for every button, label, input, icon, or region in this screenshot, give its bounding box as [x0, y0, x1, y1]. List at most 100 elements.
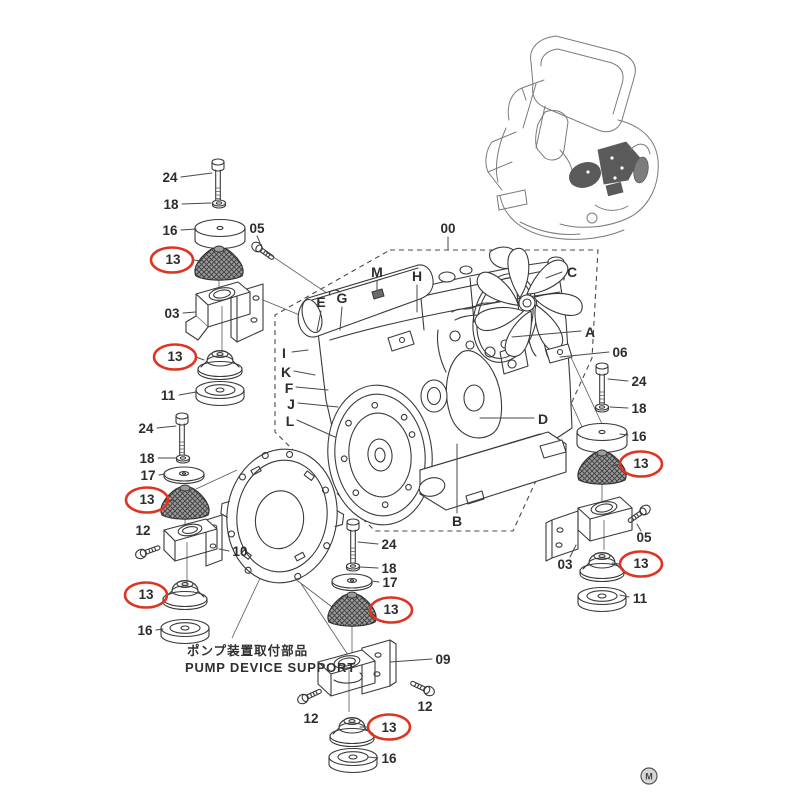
callout-F: F	[285, 380, 294, 396]
assembly-bottom	[295, 518, 437, 774]
callout-16: 16	[137, 623, 153, 638]
washer-18	[594, 403, 610, 413]
highlight-circle	[149, 246, 195, 274]
callout-11: 11	[633, 591, 648, 606]
callout-13-circled: 13	[139, 492, 155, 507]
callout-L: L	[286, 413, 295, 429]
bolt-12-left	[295, 685, 324, 706]
bolt-24	[346, 518, 360, 565]
callout-G: G	[337, 290, 348, 306]
callout-24: 24	[162, 170, 178, 185]
callout-B: B	[452, 513, 462, 529]
assembly-top-left	[185, 158, 277, 407]
callout-10: 10	[232, 544, 247, 559]
callout-05: 05	[249, 221, 265, 236]
flywheel	[327, 384, 433, 526]
callout-03: 03	[164, 306, 180, 321]
callout-12: 12	[303, 711, 318, 726]
plate-washer-17	[163, 466, 205, 485]
rubber-mount-13-lower	[329, 716, 375, 748]
callout-16: 16	[381, 751, 397, 766]
callout-13-circled: 13	[138, 587, 154, 602]
cushion-disc-16-lower	[328, 747, 378, 774]
machine-engine-area	[569, 141, 651, 224]
callout-13-circled: 13	[633, 456, 649, 471]
callout-13-circled: 13	[381, 720, 397, 735]
highlight-circle	[618, 450, 664, 478]
engine-drawing	[297, 246, 583, 526]
bolt-05	[249, 239, 277, 263]
washer-18	[345, 562, 361, 572]
callout-06: 06	[612, 345, 628, 360]
callout-11: 11	[161, 388, 176, 403]
machine-overview	[485, 35, 659, 240]
callout-D: D	[538, 411, 548, 427]
callout-18: 18	[381, 561, 397, 576]
callout-H: H	[412, 268, 422, 284]
callout-24: 24	[631, 374, 647, 389]
bracket-03	[545, 496, 633, 562]
bolt-24	[211, 158, 225, 205]
callout-12: 12	[417, 699, 432, 714]
cushion-disc-11	[577, 586, 627, 613]
engine-assembly-boundary	[274, 249, 599, 532]
highlight-circle	[368, 596, 414, 624]
callout-24: 24	[138, 421, 154, 436]
bracket-03	[185, 281, 264, 343]
title-japanese: ポンプ装置取付部品	[187, 643, 308, 658]
highlight-circle	[366, 713, 412, 741]
callout-C: C	[567, 264, 577, 280]
highlight-circle	[124, 486, 170, 514]
callout-13-circled: 13	[633, 556, 649, 571]
callout-18: 18	[139, 451, 155, 466]
washer-18	[175, 454, 191, 464]
callout-24: 24	[381, 537, 397, 552]
callout-leaders	[155, 172, 642, 759]
callout-A: A	[585, 324, 595, 340]
rubber-mount-13	[194, 245, 244, 281]
callout-13-circled: 13	[167, 349, 183, 364]
bracket-09	[317, 639, 397, 697]
callout-13-circled: 13	[165, 252, 181, 267]
callout-16: 16	[631, 429, 647, 444]
callout-17: 17	[382, 575, 397, 590]
callout-17: 17	[140, 468, 155, 483]
assembly-right	[545, 362, 653, 613]
cushion-disc-16-lower	[160, 618, 210, 645]
rubber-mount-13-lower	[579, 551, 625, 583]
plate-washer-17	[331, 573, 373, 592]
bolt-24	[595, 362, 609, 409]
callout-I: I	[282, 345, 286, 361]
callout-13-circled: 13	[383, 602, 399, 617]
bolt-12-right	[408, 677, 437, 698]
callout-16: 16	[162, 223, 178, 238]
callout-05: 05	[636, 530, 652, 545]
callout-12: 12	[135, 523, 150, 538]
highlight-circles	[123, 246, 664, 741]
callout-09: 09	[435, 652, 450, 667]
flywheel-housing-plate	[220, 448, 345, 584]
highlight-circle	[618, 550, 664, 578]
watermark-letter: M	[645, 772, 653, 782]
cushion-disc-11	[195, 380, 245, 407]
rubber-mount-13	[577, 449, 627, 485]
rubber-mount-13-lower	[197, 349, 243, 381]
fan	[474, 247, 583, 358]
rubber-mount-13-lower	[162, 579, 208, 611]
callout-E: E	[316, 294, 325, 310]
highlight-circle	[123, 581, 169, 609]
callout-18: 18	[163, 197, 179, 212]
highlight-circle	[152, 343, 198, 371]
assembly-mid-left	[133, 412, 223, 645]
callout-00: 00	[440, 221, 455, 236]
callout-J: J	[287, 396, 295, 412]
bracket-10	[163, 514, 223, 567]
callout-K: K	[281, 364, 291, 380]
callout-03: 03	[557, 557, 573, 572]
washer-18	[211, 199, 227, 209]
callout-M: M	[371, 264, 383, 280]
cushion-disc-16	[194, 218, 246, 250]
title-english: PUMP DEVICE SUPPORT	[185, 660, 356, 675]
